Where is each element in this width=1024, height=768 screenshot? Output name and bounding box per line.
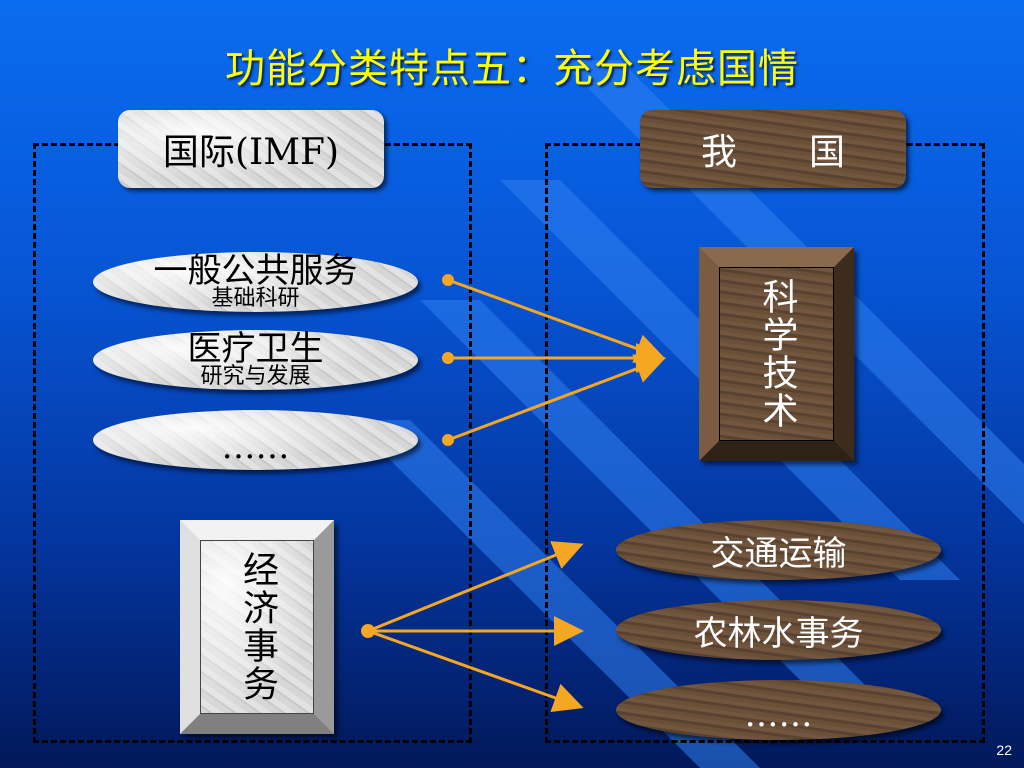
left-item-main-label: 医疗卫生 [187, 329, 324, 369]
arrow-economic-to-ellipsis [367, 629, 584, 713]
left-item-main-label: …… [221, 427, 290, 467]
left-header-box: 国际(IMF) [118, 110, 384, 188]
left-header-label: 国际(IMF) [162, 132, 340, 173]
arrow-ellipsis-to-science [447, 354, 666, 442]
left-item-sub-label: 基础科研 [211, 286, 300, 311]
right-plaque-science-technology: 科学技术 [699, 247, 854, 461]
left-item-healthcare: 医疗卫生 研究与发展 [93, 330, 418, 390]
arrow-general-to-science [447, 278, 666, 363]
arrow-origin-dot [442, 434, 454, 446]
arrow-origin-dot [442, 274, 454, 286]
left-plaque-economic-affairs: 经济事务 [180, 520, 334, 734]
arrow-origin-dot [361, 624, 375, 638]
right-item-label: …… [744, 695, 813, 735]
right-item-label: 农林水事务 [693, 613, 864, 654]
left-plaque-label: 经济事务 [200, 540, 314, 714]
right-item-label: 交通运输 [710, 533, 847, 574]
right-item-ellipsis: …… [616, 680, 941, 740]
plaque-bevel [699, 247, 854, 461]
right-header-label: 我 国 [700, 132, 845, 173]
right-item-transportation: 交通运输 [616, 520, 941, 580]
right-item-agriculture: 农林水事务 [616, 600, 941, 660]
left-item-general-services: 一般公共服务 基础科研 [93, 252, 418, 312]
right-header-box: 我 国 [640, 110, 906, 188]
left-item-sub-label: 研究与发展 [200, 364, 311, 389]
page-title: 功能分类特点五：充分考虑国情 [225, 46, 799, 92]
plaque-bevel [180, 520, 334, 734]
left-item-ellipsis: …… [93, 410, 418, 470]
page-number: 22 [996, 742, 1012, 758]
right-plaque-label: 科学技术 [719, 267, 834, 441]
left-item-main-label: 一般公共服务 [153, 251, 358, 291]
arrow-economic-to-transport [367, 541, 584, 633]
arrow-origin-dot [442, 352, 454, 364]
